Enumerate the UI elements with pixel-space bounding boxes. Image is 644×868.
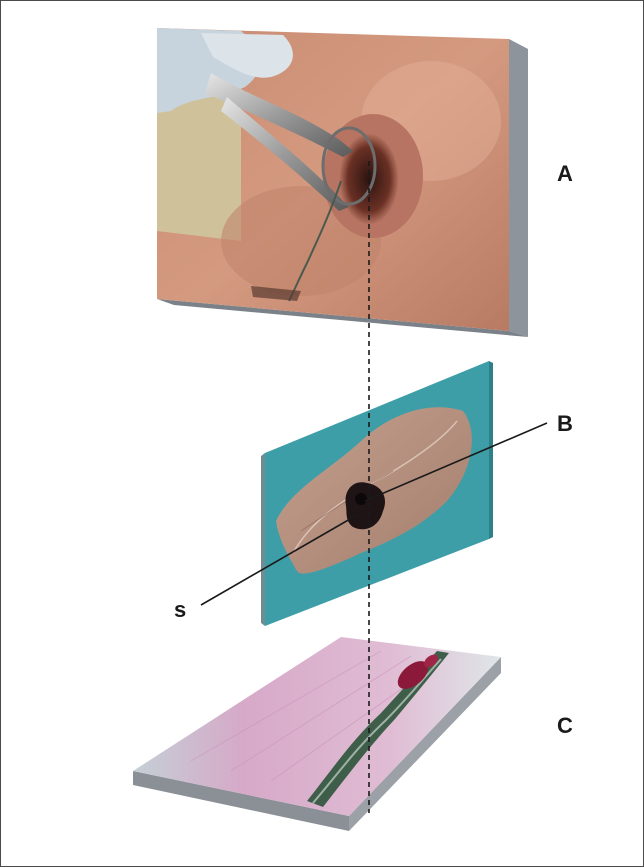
label-b: B bbox=[557, 413, 573, 435]
panel-a-photo bbox=[157, 28, 528, 337]
label-a: A bbox=[557, 163, 573, 185]
panel-c-histology bbox=[133, 637, 501, 831]
panel-a-edge bbox=[509, 39, 528, 337]
label-s: s bbox=[174, 599, 186, 621]
label-c: C bbox=[557, 715, 573, 737]
panel-b-specimen bbox=[261, 361, 493, 626]
